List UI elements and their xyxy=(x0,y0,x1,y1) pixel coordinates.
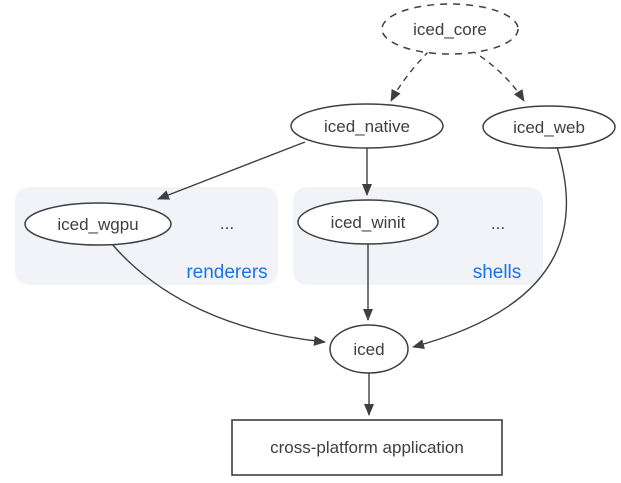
renderers-group-label: renderers xyxy=(186,262,267,283)
iced-label: iced xyxy=(353,340,384,359)
edge-iced_core-iced_web xyxy=(470,49,525,102)
iced-native-label: iced_native xyxy=(324,117,410,136)
iced-wgpu-ellipse xyxy=(24,202,172,246)
application-label: cross-platform application xyxy=(270,438,464,457)
iced-ellipse xyxy=(329,324,409,374)
iced-native-ellipse xyxy=(290,103,444,149)
node-iced-web: iced_web xyxy=(482,105,616,149)
node-iced-winit: iced_winit xyxy=(297,199,439,245)
edge-iced_core-iced_native xyxy=(390,50,430,102)
edge-iced_native-iced_wgpu xyxy=(157,141,306,200)
iced-web-label: iced_web xyxy=(513,118,585,137)
application-rect xyxy=(231,419,503,476)
iced-core-label: iced_core xyxy=(413,20,487,39)
node-iced-wgpu: iced_wgpu xyxy=(24,202,172,246)
node-iced-core: iced_core xyxy=(381,3,519,55)
iced-core-ellipse xyxy=(381,3,519,55)
renderers-ellipsis: ... xyxy=(220,214,234,233)
node-iced-native: iced_native xyxy=(290,103,444,149)
node-cross-platform-application: cross-platform application xyxy=(231,419,503,476)
iced-winit-label: iced_winit xyxy=(331,213,406,232)
node-iced: iced xyxy=(329,324,409,374)
iced-web-ellipse xyxy=(482,105,616,149)
edge-iced_wgpu-iced xyxy=(111,243,326,346)
iced-wgpu-label: iced_wgpu xyxy=(57,215,138,234)
edge-iced_web-iced xyxy=(412,146,568,349)
shells-group-label: shells xyxy=(473,262,522,283)
shells-ellipsis: ... xyxy=(491,214,505,233)
iced-winit-ellipse xyxy=(297,199,439,245)
